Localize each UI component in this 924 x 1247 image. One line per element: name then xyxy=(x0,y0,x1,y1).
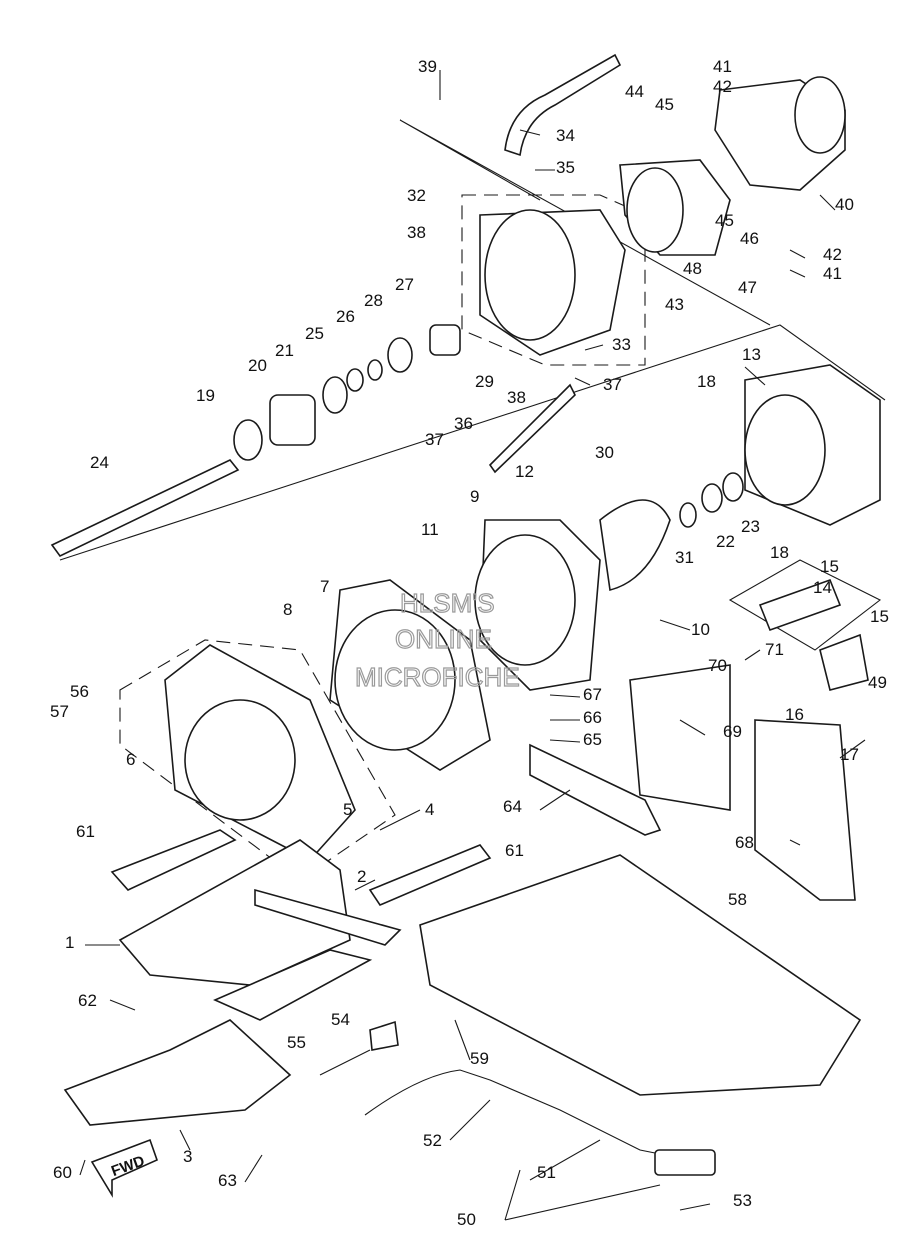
callout-21: 21 xyxy=(275,341,294,360)
callout-34: 34 xyxy=(556,126,575,145)
callout-57: 57 xyxy=(50,702,69,721)
pump-housing-assembly xyxy=(164,364,881,861)
callout-16: 16 xyxy=(785,705,804,724)
callout-35: 35 xyxy=(556,158,575,177)
callout-17: 17 xyxy=(840,745,859,764)
watermark-line-2: ONLINE xyxy=(395,624,492,654)
callout-23: 23 xyxy=(741,517,760,536)
callout-47: 47 xyxy=(738,278,757,297)
callout-38b: 38 xyxy=(507,388,526,407)
callout-58: 58 xyxy=(728,890,747,909)
callout-5: 5 xyxy=(343,800,352,819)
watermark-line-1: HLSM'S xyxy=(400,588,495,618)
callout-15a: 15 xyxy=(820,557,839,576)
callout-40: 40 xyxy=(835,195,854,214)
callout-42a: 42 xyxy=(713,77,732,96)
callout-50: 50 xyxy=(457,1210,476,1229)
callout-70: 70 xyxy=(708,656,727,675)
callout-13: 13 xyxy=(742,345,761,364)
callout-65: 65 xyxy=(583,730,602,749)
callout-27: 27 xyxy=(395,275,414,294)
callout-41a: 41 xyxy=(713,57,732,76)
intake-assembly xyxy=(63,578,869,1176)
callout-46: 46 xyxy=(740,229,759,248)
nozzle-assembly xyxy=(429,53,846,356)
drive-shaft-assembly xyxy=(50,337,576,558)
callout-22: 22 xyxy=(716,532,735,551)
callout-55: 55 xyxy=(287,1033,306,1052)
callout-9: 9 xyxy=(470,487,479,506)
callout-28: 28 xyxy=(364,291,383,310)
callout-3: 3 xyxy=(183,1147,192,1166)
callout-43: 43 xyxy=(665,295,684,314)
callout-49: 49 xyxy=(868,673,887,692)
callout-38a: 38 xyxy=(407,223,426,242)
callout-71: 71 xyxy=(765,640,784,659)
callout-1: 1 xyxy=(65,933,74,952)
callout-45a: 45 xyxy=(655,95,674,114)
callout-45b: 45 xyxy=(715,211,734,230)
callout-68: 68 xyxy=(735,833,754,852)
callout-36: 36 xyxy=(454,414,473,433)
callout-11: 11 xyxy=(421,520,439,539)
callout-63: 63 xyxy=(218,1171,237,1190)
assembly-boundaries xyxy=(59,119,886,881)
callout-18b: 18 xyxy=(770,543,789,562)
callout-53: 53 xyxy=(733,1191,752,1210)
callout-48: 48 xyxy=(683,259,702,278)
callout-56: 56 xyxy=(70,682,89,701)
callout-61a: 61 xyxy=(76,822,95,841)
callout-62: 62 xyxy=(78,991,97,1010)
callout-6: 6 xyxy=(126,750,135,769)
callout-2: 2 xyxy=(357,867,366,886)
callout-29: 29 xyxy=(475,372,494,391)
callout-59: 59 xyxy=(470,1049,489,1068)
callout-14: 14 xyxy=(813,578,832,597)
callout-7: 7 xyxy=(320,577,329,596)
callout-33: 33 xyxy=(612,335,631,354)
watermark-line-3: MICROFICHE xyxy=(355,662,520,692)
fwd-arrow: FWD xyxy=(90,1138,158,1198)
callout-52: 52 xyxy=(423,1131,442,1150)
callout-67: 67 xyxy=(583,685,602,704)
callout-66: 66 xyxy=(583,708,602,727)
callout-26: 26 xyxy=(336,307,355,326)
callout-51: 51 xyxy=(537,1163,556,1182)
callout-24: 24 xyxy=(90,453,109,472)
callout-25: 25 xyxy=(305,324,324,343)
callout-61b: 61 xyxy=(505,841,524,860)
callout-44: 44 xyxy=(625,82,644,101)
callout-12: 12 xyxy=(515,462,534,481)
callout-19: 19 xyxy=(196,386,215,405)
callout-69: 69 xyxy=(723,722,742,741)
callout-30: 30 xyxy=(595,443,614,462)
callout-labels: 1 2 3 4 5 6 7 8 9 10 11 12 13 14 15 15 1… xyxy=(50,57,889,1229)
callout-18a: 18 xyxy=(697,372,716,391)
callout-15b: 15 xyxy=(870,607,889,626)
callout-20: 20 xyxy=(248,356,267,375)
callout-54: 54 xyxy=(331,1010,350,1029)
callout-64: 64 xyxy=(503,797,522,816)
callout-4: 4 xyxy=(425,800,434,819)
callout-8: 8 xyxy=(283,600,292,619)
leader-lines xyxy=(79,70,866,1221)
callout-39: 39 xyxy=(418,57,437,76)
callout-37b: 37 xyxy=(603,375,622,394)
callout-10: 10 xyxy=(691,620,710,639)
watermark: HLSM'S ONLINE MICROFICHE xyxy=(354,587,520,692)
callout-31: 31 xyxy=(675,548,694,567)
callout-32: 32 xyxy=(407,186,426,205)
callout-37a: 37 xyxy=(425,430,444,449)
callout-42b: 42 xyxy=(823,245,842,264)
callout-60: 60 xyxy=(53,1163,72,1182)
callout-41b: 41 xyxy=(823,264,842,283)
